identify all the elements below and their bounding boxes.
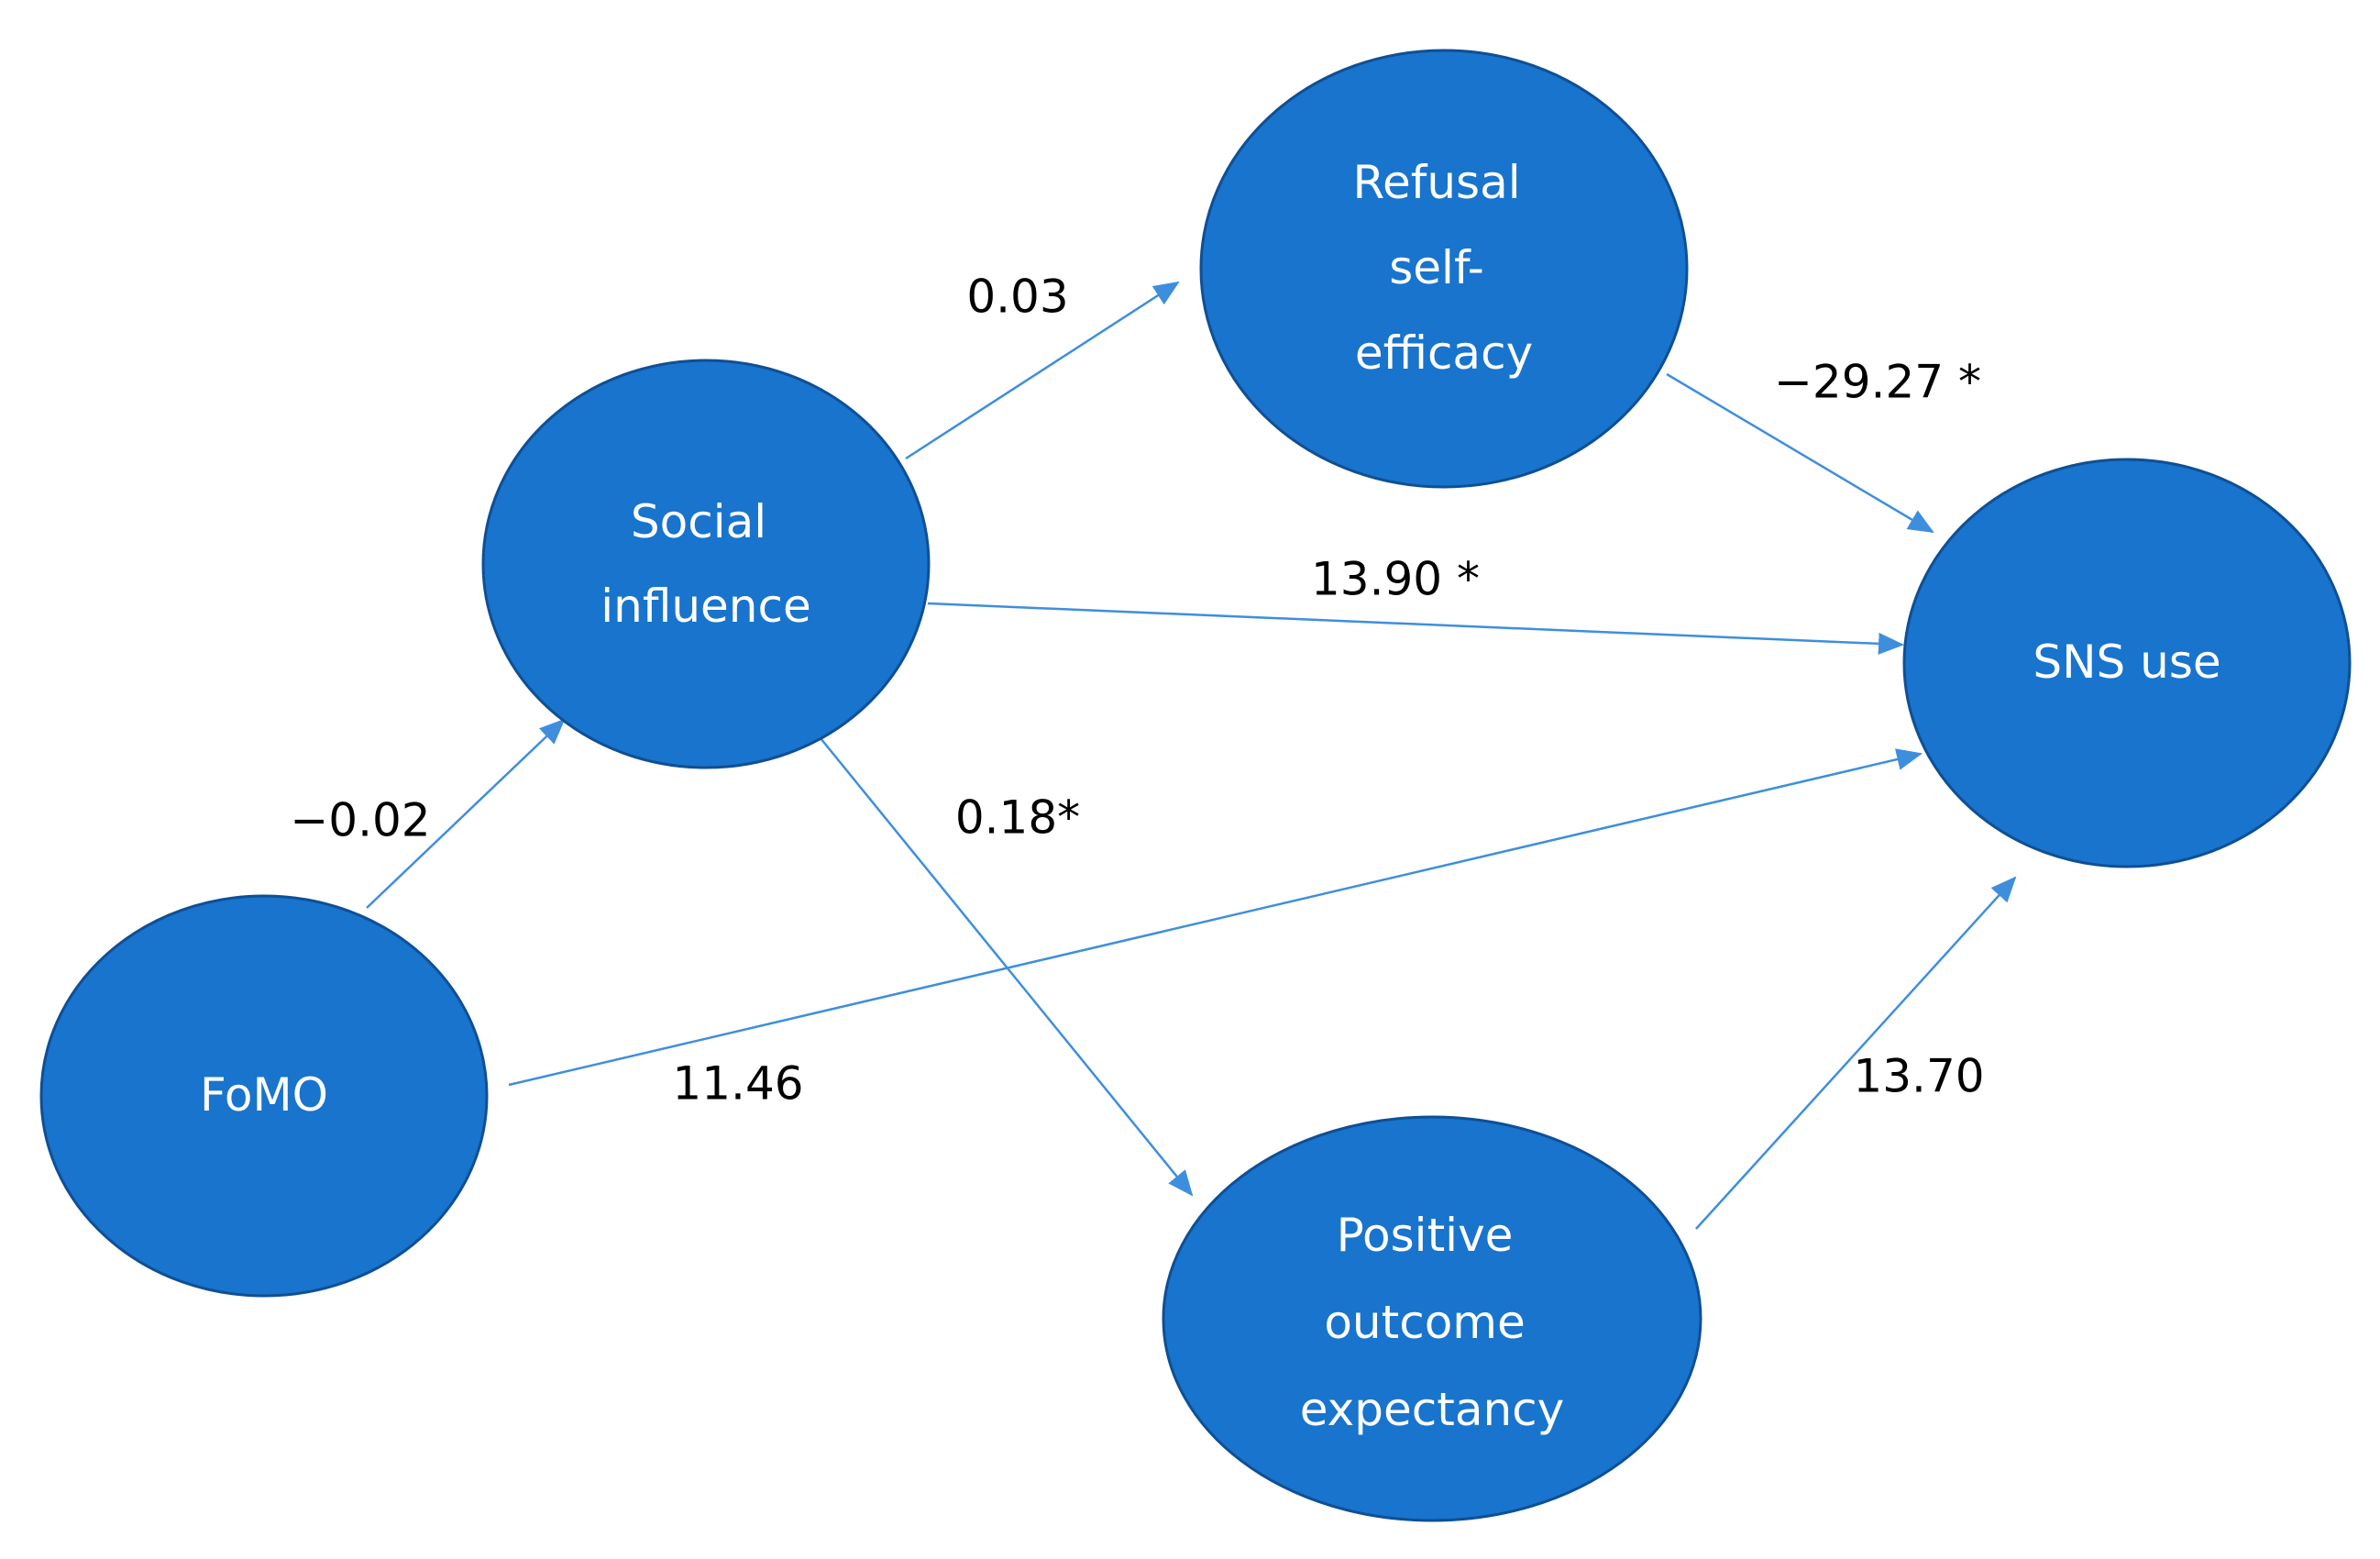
edge-fomo-to-sns: [508, 748, 1923, 1087]
edge-label-refusal-sns: −29.27 *: [1774, 356, 1981, 409]
edge-refusal-to-sns: [1666, 372, 1934, 534]
nodes: FoMO Social influence Refusal self- effi…: [39, 49, 2352, 1522]
edge-social-to-positive: [820, 737, 1194, 1197]
node-positive-line-3: expectancy: [1300, 1383, 1564, 1436]
edge-social-to-refusal: [905, 281, 1180, 460]
edge-label-social-positive: 0.18*: [955, 791, 1080, 845]
svg-text:FoMO: FoMO: [200, 1068, 328, 1122]
node-positive-line-1: Positive: [1337, 1209, 1514, 1262]
node-social-influence: Social influence: [481, 359, 931, 769]
edges: [366, 281, 2017, 1230]
edge-fomo-to-social: [366, 718, 566, 909]
edge-label-positive-sns: 13.70: [1853, 1050, 1984, 1103]
svg-text:SNS use: SNS use: [2033, 636, 2220, 689]
node-social-line-2: influence: [601, 580, 810, 633]
node-sns-line-1: SNS use: [2033, 636, 2220, 689]
node-sns-use: SNS use: [1902, 458, 2352, 868]
svg-text:Social influence: Social influence: [601, 495, 810, 633]
svg-text:Refusal self-: Refusal self- efficacy: [1352, 156, 1535, 380]
node-positive-line-2: outcome: [1324, 1296, 1525, 1349]
node-positive-outcome-expectancy: Positive outcome expectancy: [1162, 1115, 1702, 1522]
node-social-line-1: Social: [631, 495, 766, 548]
edge-label-fomo-sns: 11.46: [672, 1057, 803, 1111]
node-refusal-self-efficacy: Refusal self- efficacy: [1199, 49, 1689, 489]
svg-text:Positive outcome: Positive outcome expectancy: [1300, 1209, 1564, 1436]
edge-label-social-refusal: 0.03: [966, 271, 1068, 324]
node-refusal-line-2: self-: [1389, 241, 1484, 294]
edge-labels: −0.02 0.03 −29.27 * 13.90 * 0.18* 11.46 …: [290, 271, 1984, 1111]
edge-label-social-sns: 13.90 *: [1311, 553, 1480, 606]
node-fomo: FoMO: [39, 894, 489, 1298]
node-refusal-line-3: efficacy: [1355, 326, 1533, 380]
edge-positive-to-sns: [1695, 876, 2017, 1230]
node-refusal-line-1: Refusal: [1352, 156, 1520, 209]
node-fomo-line-1: FoMO: [200, 1068, 328, 1122]
edge-label-fomo-social: −0.02: [290, 794, 430, 847]
edge-social-to-sns: [927, 602, 1904, 655]
